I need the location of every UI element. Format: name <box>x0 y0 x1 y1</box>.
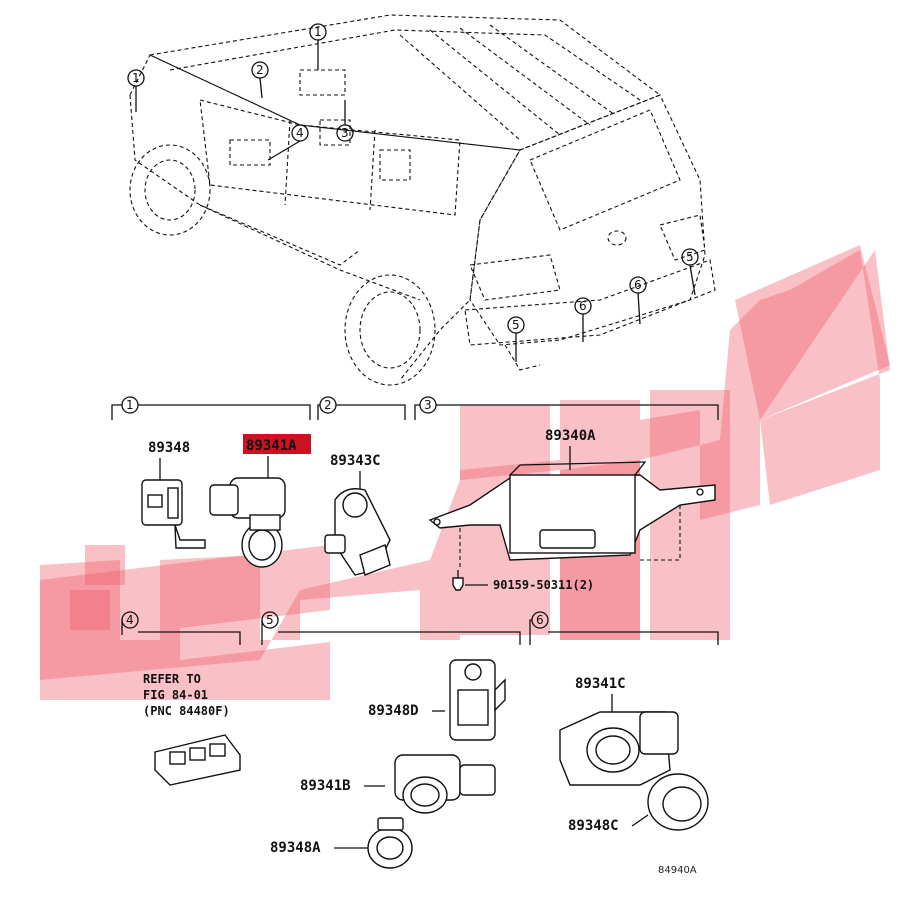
section-3-parts: 89340A 90159-50311(2) <box>428 428 716 592</box>
part-label-89348: 89348 <box>148 440 190 456</box>
switch-assembly <box>154 734 241 786</box>
refer-note-line3: (PNC 84480F) <box>143 704 230 718</box>
part-label-89348C: 89348C <box>568 818 619 834</box>
figure-code: 84940A <box>658 865 697 876</box>
callout-4: 4 <box>267 124 309 161</box>
callout-2: 2 <box>251 61 269 99</box>
svg-text:3: 3 <box>424 398 432 412</box>
part-label-89343C: 89343C <box>330 453 381 469</box>
part-label-89348D: 89348D <box>368 703 419 719</box>
section-4-header: 4 <box>121 611 241 645</box>
callout-1-top: 1 <box>309 23 327 70</box>
ring-89348A <box>367 817 413 869</box>
callout-1-front: 1 <box>127 69 145 112</box>
sensor-89341B <box>394 754 496 814</box>
highlight-box <box>243 434 311 454</box>
callout-5-right: 5 <box>681 248 699 296</box>
part-label-89341A: 89341A <box>246 438 297 454</box>
section-3-header: 3 <box>414 396 719 420</box>
callout-5-left: 5 <box>507 316 525 362</box>
svg-text:4: 4 <box>126 613 134 627</box>
section-1-header: 1 <box>111 396 311 420</box>
svg-text:6: 6 <box>634 278 642 292</box>
vehicle-illustration <box>129 14 716 386</box>
callout-3: 3 <box>336 100 354 142</box>
callout-6-right: 6 <box>629 276 647 325</box>
svg-text:3: 3 <box>341 126 349 140</box>
section-2-header: 2 <box>317 396 406 420</box>
refer-note-line1: REFER TO <box>143 672 201 686</box>
part-label-89341B: 89341B <box>300 778 351 794</box>
ecu-89340A <box>428 461 716 561</box>
sensor-retainer-89348 <box>141 479 206 549</box>
svg-text:6: 6 <box>536 613 544 627</box>
section-5-header: 5 <box>261 611 521 645</box>
bolt-90159-50311: 90159-50311(2) <box>452 570 594 592</box>
part-label-89348A: 89348A <box>270 840 321 856</box>
sensor-89343C <box>324 488 391 576</box>
svg-text:5: 5 <box>512 318 520 332</box>
section-6-header: 6 <box>529 611 719 645</box>
svg-text:5: 5 <box>266 613 274 627</box>
section-1-parts: 89348 89341A <box>141 434 311 568</box>
section-2-parts: 89343C <box>324 453 391 576</box>
svg-text:5: 5 <box>686 250 694 264</box>
section-5-parts: 89348D 89341B 89348A <box>270 659 506 869</box>
svg-text:4: 4 <box>296 126 304 140</box>
callout-6-left: 6 <box>574 297 592 342</box>
sensor-89341C <box>559 711 679 786</box>
svg-text:1: 1 <box>314 25 322 39</box>
ring-89348C <box>647 773 709 831</box>
svg-text:1: 1 <box>132 71 140 85</box>
section-6-parts: 89341C 89348C <box>559 676 709 834</box>
svg-text:6: 6 <box>579 299 587 313</box>
part-label-90159-50311: 90159-50311(2) <box>493 578 594 592</box>
part-label-89341C: 89341C <box>575 676 626 692</box>
svg-text:1: 1 <box>126 398 134 412</box>
svg-text:2: 2 <box>256 63 264 77</box>
retainer-89348D <box>449 659 506 741</box>
section-4-parts: REFER TO FIG 84-01 (PNC 84480F) <box>143 672 241 786</box>
part-label-89340A: 89340A <box>545 428 596 444</box>
refer-note-line2: FIG 84-01 <box>143 688 208 702</box>
vehicle-callouts: 1 1 2 3 4 5 5 6 <box>127 23 699 362</box>
svg-text:2: 2 <box>324 398 332 412</box>
parking-sensor-89341A <box>209 477 286 568</box>
